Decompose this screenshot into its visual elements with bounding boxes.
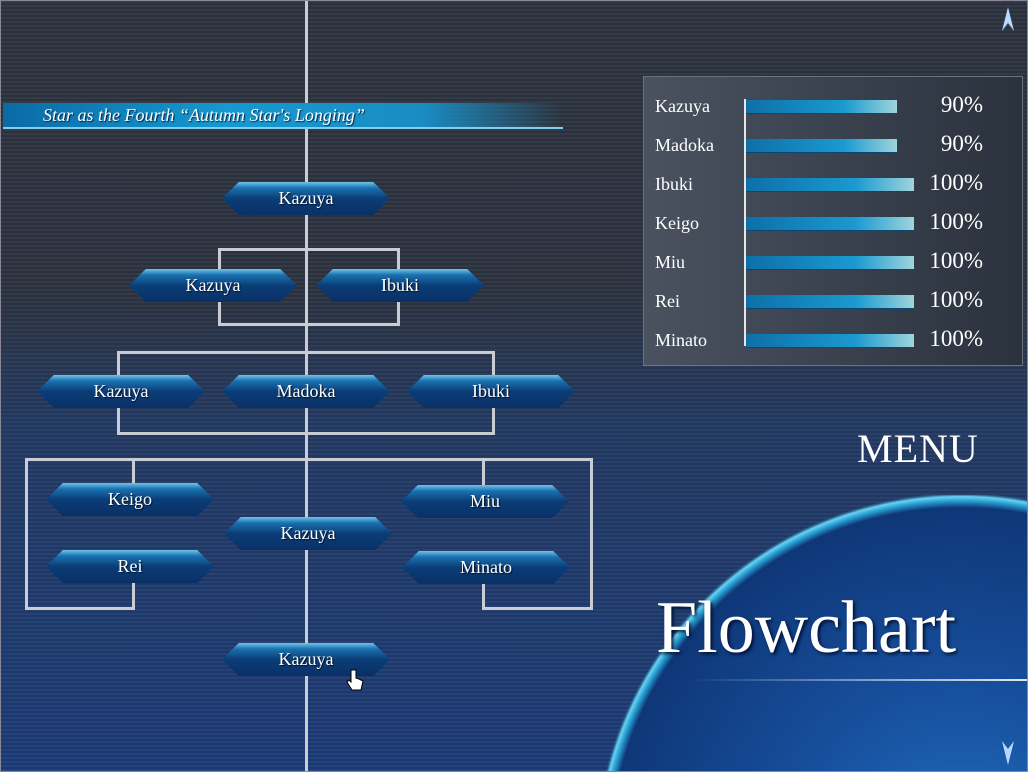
completion-bar: [746, 256, 914, 270]
route-name: Miu: [655, 252, 686, 272]
completion-bar: [746, 100, 898, 114]
chapter-banner: Star as the Fourth “Autumn Star's Longin…: [3, 103, 563, 129]
route-name: Rei: [655, 291, 680, 311]
arrow-up-icon[interactable]: [1002, 7, 1014, 31]
screen-title: Flowchart: [656, 587, 957, 669]
completion-bar: [746, 295, 914, 309]
completion-row: Ibuki 100%: [655, 168, 995, 198]
route-name: Ibuki: [655, 174, 693, 194]
node-row4-kazuya[interactable]: Kazuya: [224, 517, 392, 550]
completion-percent: 100%: [929, 326, 983, 351]
arrow-down-icon[interactable]: [1002, 741, 1014, 765]
node-row1-kazuya[interactable]: Kazuya: [222, 182, 390, 215]
menu-button[interactable]: MENU: [857, 426, 979, 471]
completion-row: Rei 100%: [655, 285, 995, 315]
completion-bar: [746, 139, 898, 153]
node-row3-ibuki[interactable]: Ibuki: [407, 375, 575, 408]
completion-row: Miu 100%: [655, 246, 995, 276]
completion-percent: 90%: [940, 131, 983, 156]
decorative-orb: [599, 495, 1027, 771]
completion-row: Kazuya 90%: [655, 90, 995, 120]
completion-row: Minato 100%: [655, 324, 995, 354]
completion-percent: 100%: [929, 248, 983, 273]
completion-row: Madoka 90%: [655, 129, 995, 159]
completion-bar: [746, 217, 914, 231]
node-row2-kazuya[interactable]: Kazuya: [129, 269, 297, 302]
route-name: Kazuya: [655, 96, 710, 116]
route-name: Madoka: [655, 135, 714, 155]
node-row4-keigo[interactable]: Keigo: [46, 483, 214, 516]
node-row4-rei[interactable]: Rei: [46, 550, 214, 583]
node-row2-ibuki[interactable]: Ibuki: [316, 269, 484, 302]
chapter-title: Star as the Fourth “Autumn Star's Longin…: [43, 105, 365, 125]
node-row4-minato[interactable]: Minato: [402, 551, 570, 584]
title-underline: [689, 679, 1027, 681]
completion-bar: [746, 334, 914, 348]
route-name: Minato: [655, 330, 707, 350]
completion-percent: 100%: [929, 209, 983, 234]
completion-row: Keigo 100%: [655, 207, 995, 237]
node-row4-miu[interactable]: Miu: [401, 485, 569, 518]
node-row3-kazuya[interactable]: Kazuya: [37, 375, 205, 408]
completion-percent: 100%: [929, 170, 983, 195]
completion-percent: 90%: [940, 92, 983, 117]
hand-pointer-icon: [346, 669, 364, 691]
node-row3-madoka[interactable]: Madoka: [222, 375, 390, 408]
completion-axis: [744, 99, 746, 346]
completion-percent: 100%: [929, 287, 983, 312]
route-name: Keigo: [655, 213, 699, 233]
node-row5-kazuya[interactable]: Kazuya: [222, 643, 390, 676]
completion-bar: [746, 178, 914, 192]
